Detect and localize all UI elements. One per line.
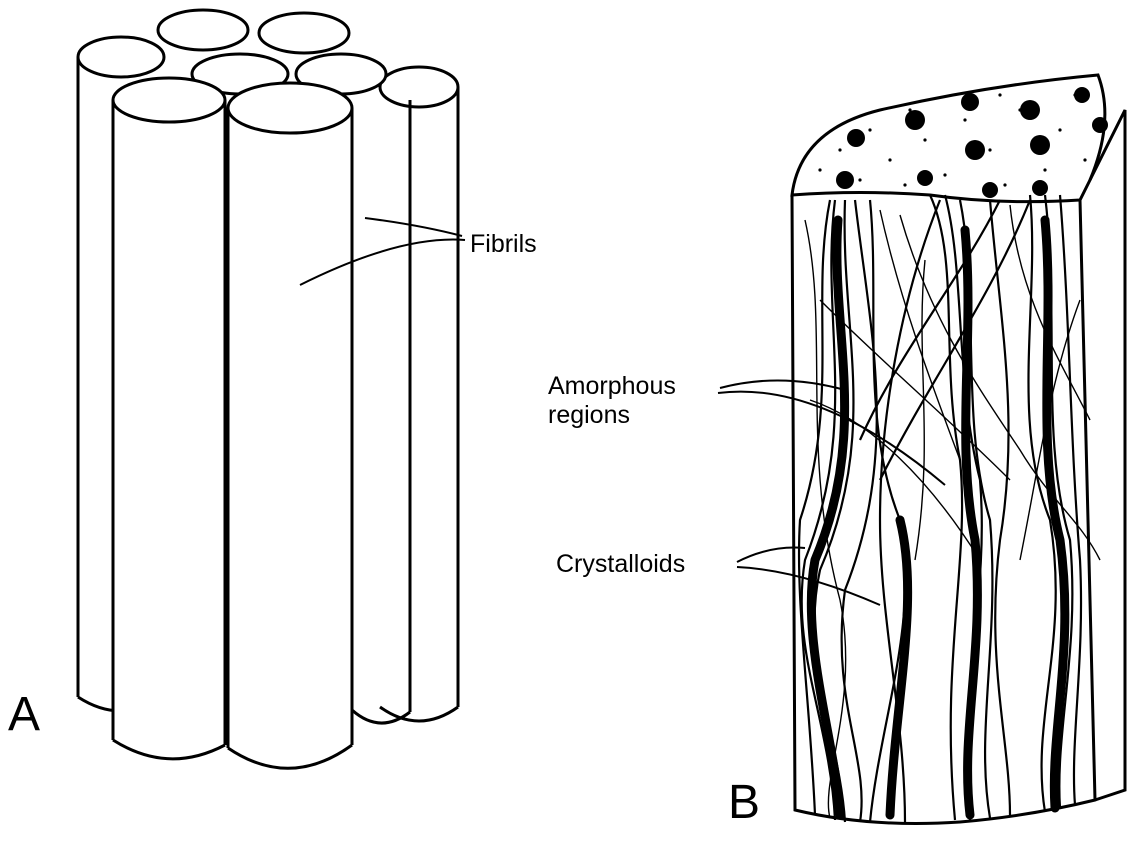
fibril-top — [259, 13, 349, 53]
fibrils-label: Fibrils — [470, 230, 537, 259]
fibril — [228, 83, 352, 768]
amorphous-regions-label: Amorphous regions — [548, 372, 676, 430]
fibril — [113, 78, 225, 760]
amorphous-line-1: Amorphous — [548, 372, 676, 401]
crystalloids-label: Crystalloids — [556, 550, 685, 579]
panel-a-label: A — [8, 690, 40, 740]
fiber-block — [792, 75, 1125, 824]
fibril-top — [158, 10, 248, 50]
fibril — [380, 67, 458, 721]
fibril-bundle — [78, 10, 458, 768]
amorphous-line-2: regions — [548, 401, 676, 430]
panel-b-label: B — [728, 778, 760, 828]
